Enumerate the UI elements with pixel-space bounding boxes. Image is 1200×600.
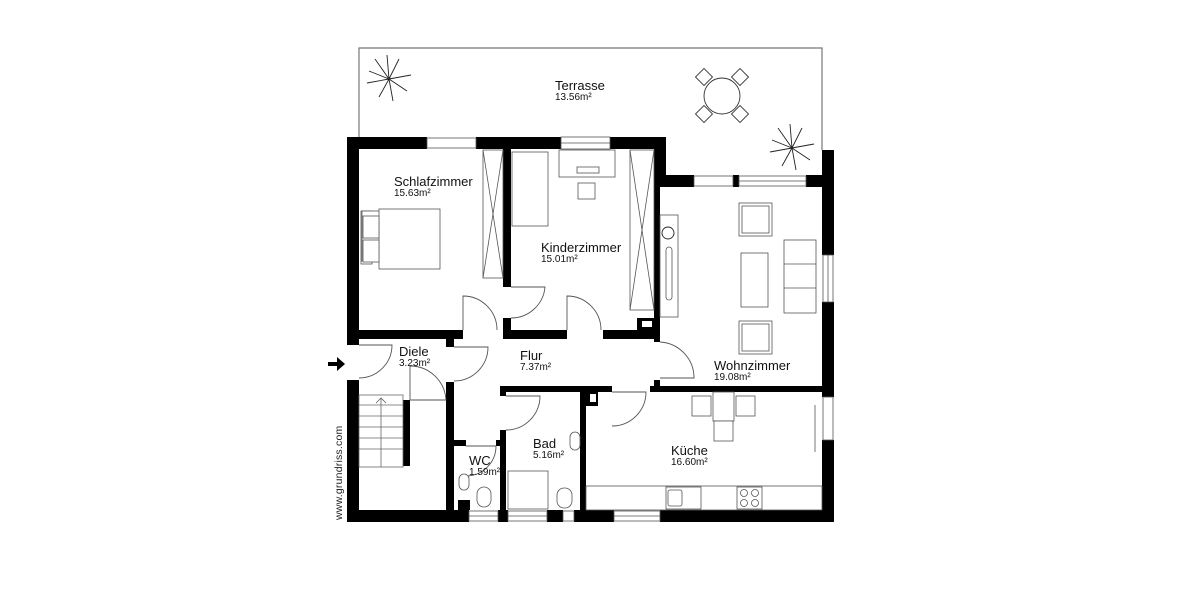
plant-icon — [366, 54, 815, 240]
room-label-flur: Flur 7.37m² — [520, 349, 551, 373]
windows — [426, 136, 834, 522]
room-area: 19.08m² — [714, 372, 751, 383]
room-label-schlafzimmer: Schlafzimmer 15.63m² — [394, 175, 473, 199]
room-label-terrasse: Terrasse 13.56m² — [555, 79, 605, 103]
room-area: 13.56m² — [555, 92, 592, 103]
terrace-furniture — [694, 67, 750, 124]
room-name: Flur — [520, 348, 543, 363]
room-area: 5.16m² — [533, 450, 565, 461]
room-name: WC — [469, 453, 491, 468]
room-label-wc: WC 1.59m² — [469, 454, 500, 478]
shower — [507, 470, 549, 510]
stove — [736, 486, 763, 510]
room-label-kueche: Küche 16.60m² — [671, 444, 708, 468]
coffee-table — [740, 252, 769, 308]
room-name: Diele — [399, 344, 429, 359]
room-label-bad: Bad 5.16m² — [533, 437, 564, 461]
room-area: 3.23m² — [399, 358, 431, 369]
staircase — [358, 394, 404, 468]
round-table — [703, 77, 741, 115]
room-area: 15.63m² — [394, 188, 431, 199]
room-name: Kinderzimmer — [541, 240, 622, 255]
room-area: 1.59m² — [469, 467, 501, 478]
wc-sink — [458, 473, 470, 491]
room-name: Bad — [533, 436, 557, 451]
doors — [358, 286, 695, 477]
room-name: Küche — [671, 443, 708, 458]
room-area: 7.37m² — [520, 362, 552, 373]
room-area: 15.01m² — [541, 254, 578, 265]
bad-sink — [569, 431, 581, 451]
furniture — [360, 149, 823, 511]
room-label-wohnzimmer: Wohnzimmer 19.08m² — [714, 359, 790, 383]
watermark: www.grundriss.com — [333, 425, 345, 520]
kids-bed — [511, 151, 549, 227]
desk-chair — [577, 182, 596, 200]
kitchen-counter — [585, 485, 823, 511]
bad-toilet — [556, 487, 573, 509]
sofa — [783, 239, 817, 314]
room-name: Schlafzimmer — [394, 174, 473, 189]
room-label-kinderzimmer: Kinderzimmer 15.01m² — [541, 241, 621, 265]
dining-table — [712, 391, 735, 422]
wc-toilet — [476, 486, 492, 508]
terrace-outline — [358, 47, 823, 150]
entrance-arrow-icon — [328, 357, 345, 371]
room-name: Wohnzimmer — [714, 358, 791, 373]
room-label-diele: Diele 3.23m² — [399, 345, 430, 369]
walls — [347, 137, 834, 522]
room-name: Terrasse — [555, 78, 605, 93]
room-area: 16.60m² — [671, 457, 708, 468]
